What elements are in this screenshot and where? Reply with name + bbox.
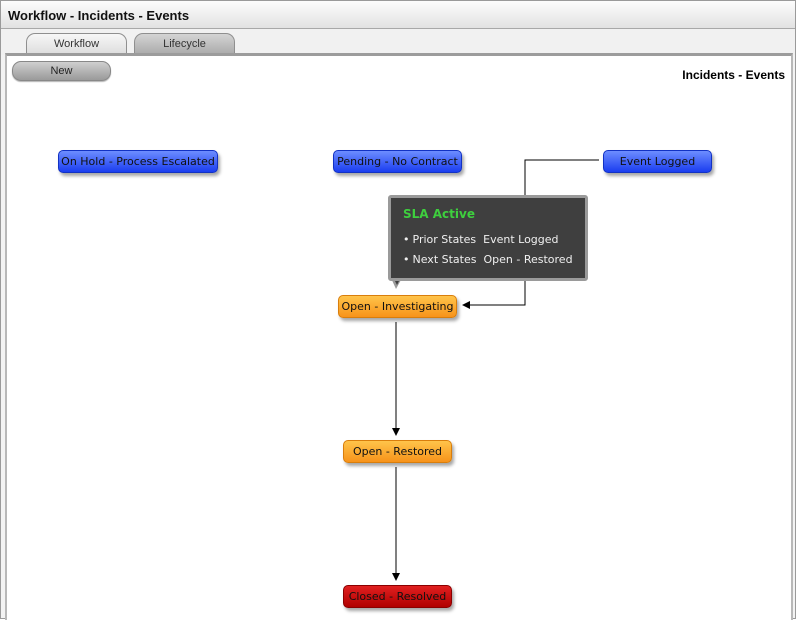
next-states-label: Next States [412, 253, 477, 266]
state-closed-resolved[interactable]: Closed - Resolved [343, 585, 452, 608]
workflow-edges [392, 159, 599, 581]
window-title: Workflow - Incidents - Events [8, 8, 190, 23]
prior-states-label: Prior States [412, 233, 477, 246]
state-event-logged[interactable]: Event Logged [603, 150, 712, 173]
workflow-panel: New Incidents - Events On Hold - Process… [5, 53, 793, 620]
tab-strip: Workflow Lifecycle [1, 29, 795, 55]
title-bar: Workflow - Incidents - Events [1, 1, 795, 29]
state-on-hold-process-escalated[interactable]: On Hold - Process Escalated [58, 150, 218, 173]
prior-states-value: Event Logged [483, 233, 559, 246]
bullet-icon: • [403, 233, 410, 246]
bullet-icon: • [403, 253, 410, 266]
state-pending-no-contract[interactable]: Pending - No Contract [333, 150, 462, 173]
tooltip-prior-states-row: •Prior States Event Logged [403, 233, 559, 246]
new-button[interactable]: New [12, 61, 111, 81]
diagram-title: Incidents - Events [682, 68, 785, 82]
sla-tooltip: SLA Active •Prior States Event Logged •Ne… [388, 195, 588, 281]
state-open-restored[interactable]: Open - Restored [343, 440, 452, 463]
tooltip-next-states-row: •Next States Open - Restored [403, 253, 573, 266]
tab-lifecycle[interactable]: Lifecycle [134, 33, 235, 55]
next-states-value: Open - Restored [483, 253, 573, 266]
tab-workflow[interactable]: Workflow [26, 33, 127, 55]
state-open-investigating[interactable]: Open - Investigating [338, 295, 457, 318]
tooltip-title: SLA Active [403, 207, 475, 221]
tooltip-pointer-inner [393, 277, 401, 285]
